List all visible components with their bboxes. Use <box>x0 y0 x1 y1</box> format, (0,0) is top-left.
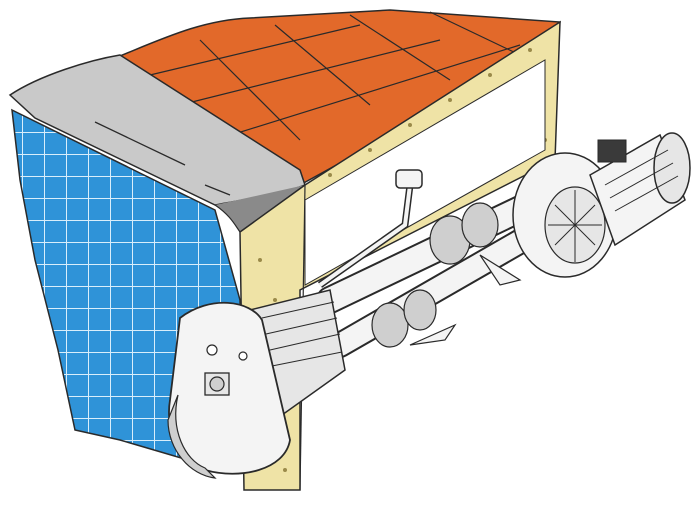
suction-pipe-icon <box>316 176 574 358</box>
counter-current-nozzle-icon <box>167 289 346 479</box>
wall-cavity <box>304 59 546 286</box>
air-hose-icon <box>317 169 423 288</box>
electric-pump-icon <box>512 132 691 278</box>
pool-coping <box>8 54 306 233</box>
